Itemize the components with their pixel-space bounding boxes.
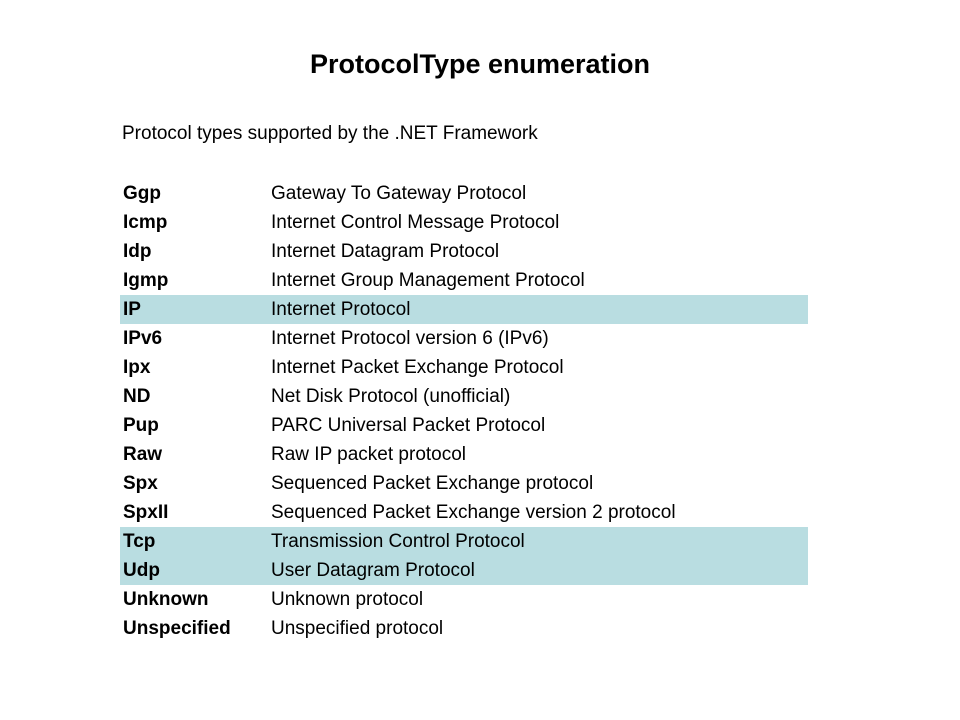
protocol-name: Spx bbox=[123, 472, 158, 494]
protocol-description: Net Disk Protocol (unofficial) bbox=[271, 385, 511, 407]
protocol-description: User Datagram Protocol bbox=[271, 559, 475, 581]
table-row: Unknown Unknown protocol bbox=[120, 585, 808, 614]
protocol-name: Raw bbox=[123, 443, 163, 465]
protocol-name: IPv6 bbox=[123, 327, 163, 349]
page-title: ProtocolType enumeration bbox=[309, 49, 651, 79]
protocol-description: Sequenced Packet Exchange version 2 prot… bbox=[271, 501, 676, 523]
table-row: Tcp Transmission Control Protocol bbox=[120, 527, 808, 556]
protocol-name: Igmp bbox=[123, 269, 169, 291]
protocol-description: Internet Group Management Protocol bbox=[271, 269, 585, 291]
table-row: IP Internet Protocol bbox=[120, 295, 808, 324]
table-row: IPv6 Internet Protocol version 6 (IPv6) bbox=[120, 324, 808, 353]
protocol-name: Udp bbox=[123, 559, 160, 581]
protocol-description: Unknown protocol bbox=[271, 588, 424, 610]
protocol-name: Icmp bbox=[123, 211, 168, 233]
table-row: Raw Raw IP packet protocol bbox=[120, 440, 808, 469]
protocol-description: Internet Packet Exchange Protocol bbox=[271, 356, 564, 378]
table-row: Idp Internet Datagram Protocol bbox=[120, 237, 808, 266]
protocol-description: Raw IP packet protocol bbox=[271, 443, 467, 465]
table-row: ND Net Disk Protocol (unofficial) bbox=[120, 382, 808, 411]
protocol-name: Unspecified bbox=[123, 617, 231, 639]
table-row: Icmp Internet Control Message Protocol bbox=[120, 208, 808, 237]
table-row: Unspecified Unspecified protocol bbox=[120, 614, 808, 643]
protocol-name: Ipx bbox=[123, 356, 151, 378]
protocol-name: Ggp bbox=[123, 182, 161, 204]
protocol-table: Ggp Gateway To Gateway Protocol Icmp Int… bbox=[120, 179, 808, 643]
table-row: Igmp Internet Group Management Protocol bbox=[120, 266, 808, 295]
protocol-description: Transmission Control Protocol bbox=[271, 530, 525, 552]
protocol-name: Tcp bbox=[123, 530, 156, 552]
table-row: Spx Sequenced Packet Exchange protocol bbox=[120, 469, 808, 498]
table-row: Pup PARC Universal Packet Protocol bbox=[120, 411, 808, 440]
table-row: Ipx Internet Packet Exchange Protocol bbox=[120, 353, 808, 382]
protocol-name: SpxII bbox=[123, 501, 169, 523]
table-row: SpxII Sequenced Packet Exchange version … bbox=[120, 498, 808, 527]
protocol-name: ND bbox=[123, 385, 151, 407]
protocol-description: Internet Protocol version 6 (IPv6) bbox=[271, 327, 549, 349]
protocol-description: Gateway To Gateway Protocol bbox=[271, 182, 527, 204]
table-row: Udp User Datagram Protocol bbox=[120, 556, 808, 585]
page-subtitle: Protocol types supported by the .NET Fra… bbox=[122, 123, 538, 144]
protocol-description: Sequenced Packet Exchange protocol bbox=[271, 472, 594, 494]
protocol-description: PARC Universal Packet Protocol bbox=[271, 414, 546, 436]
protocol-description: Internet Control Message Protocol bbox=[271, 211, 560, 233]
protocol-description: Internet Protocol bbox=[271, 298, 411, 320]
protocol-description: Unspecified protocol bbox=[271, 617, 444, 639]
protocol-description: Internet Datagram Protocol bbox=[271, 240, 500, 262]
table-row: Ggp Gateway To Gateway Protocol bbox=[120, 179, 808, 208]
protocol-name: Idp bbox=[123, 240, 152, 262]
protocol-name: Pup bbox=[123, 414, 159, 436]
protocol-name: Unknown bbox=[123, 588, 209, 610]
protocol-name: IP bbox=[123, 298, 141, 320]
